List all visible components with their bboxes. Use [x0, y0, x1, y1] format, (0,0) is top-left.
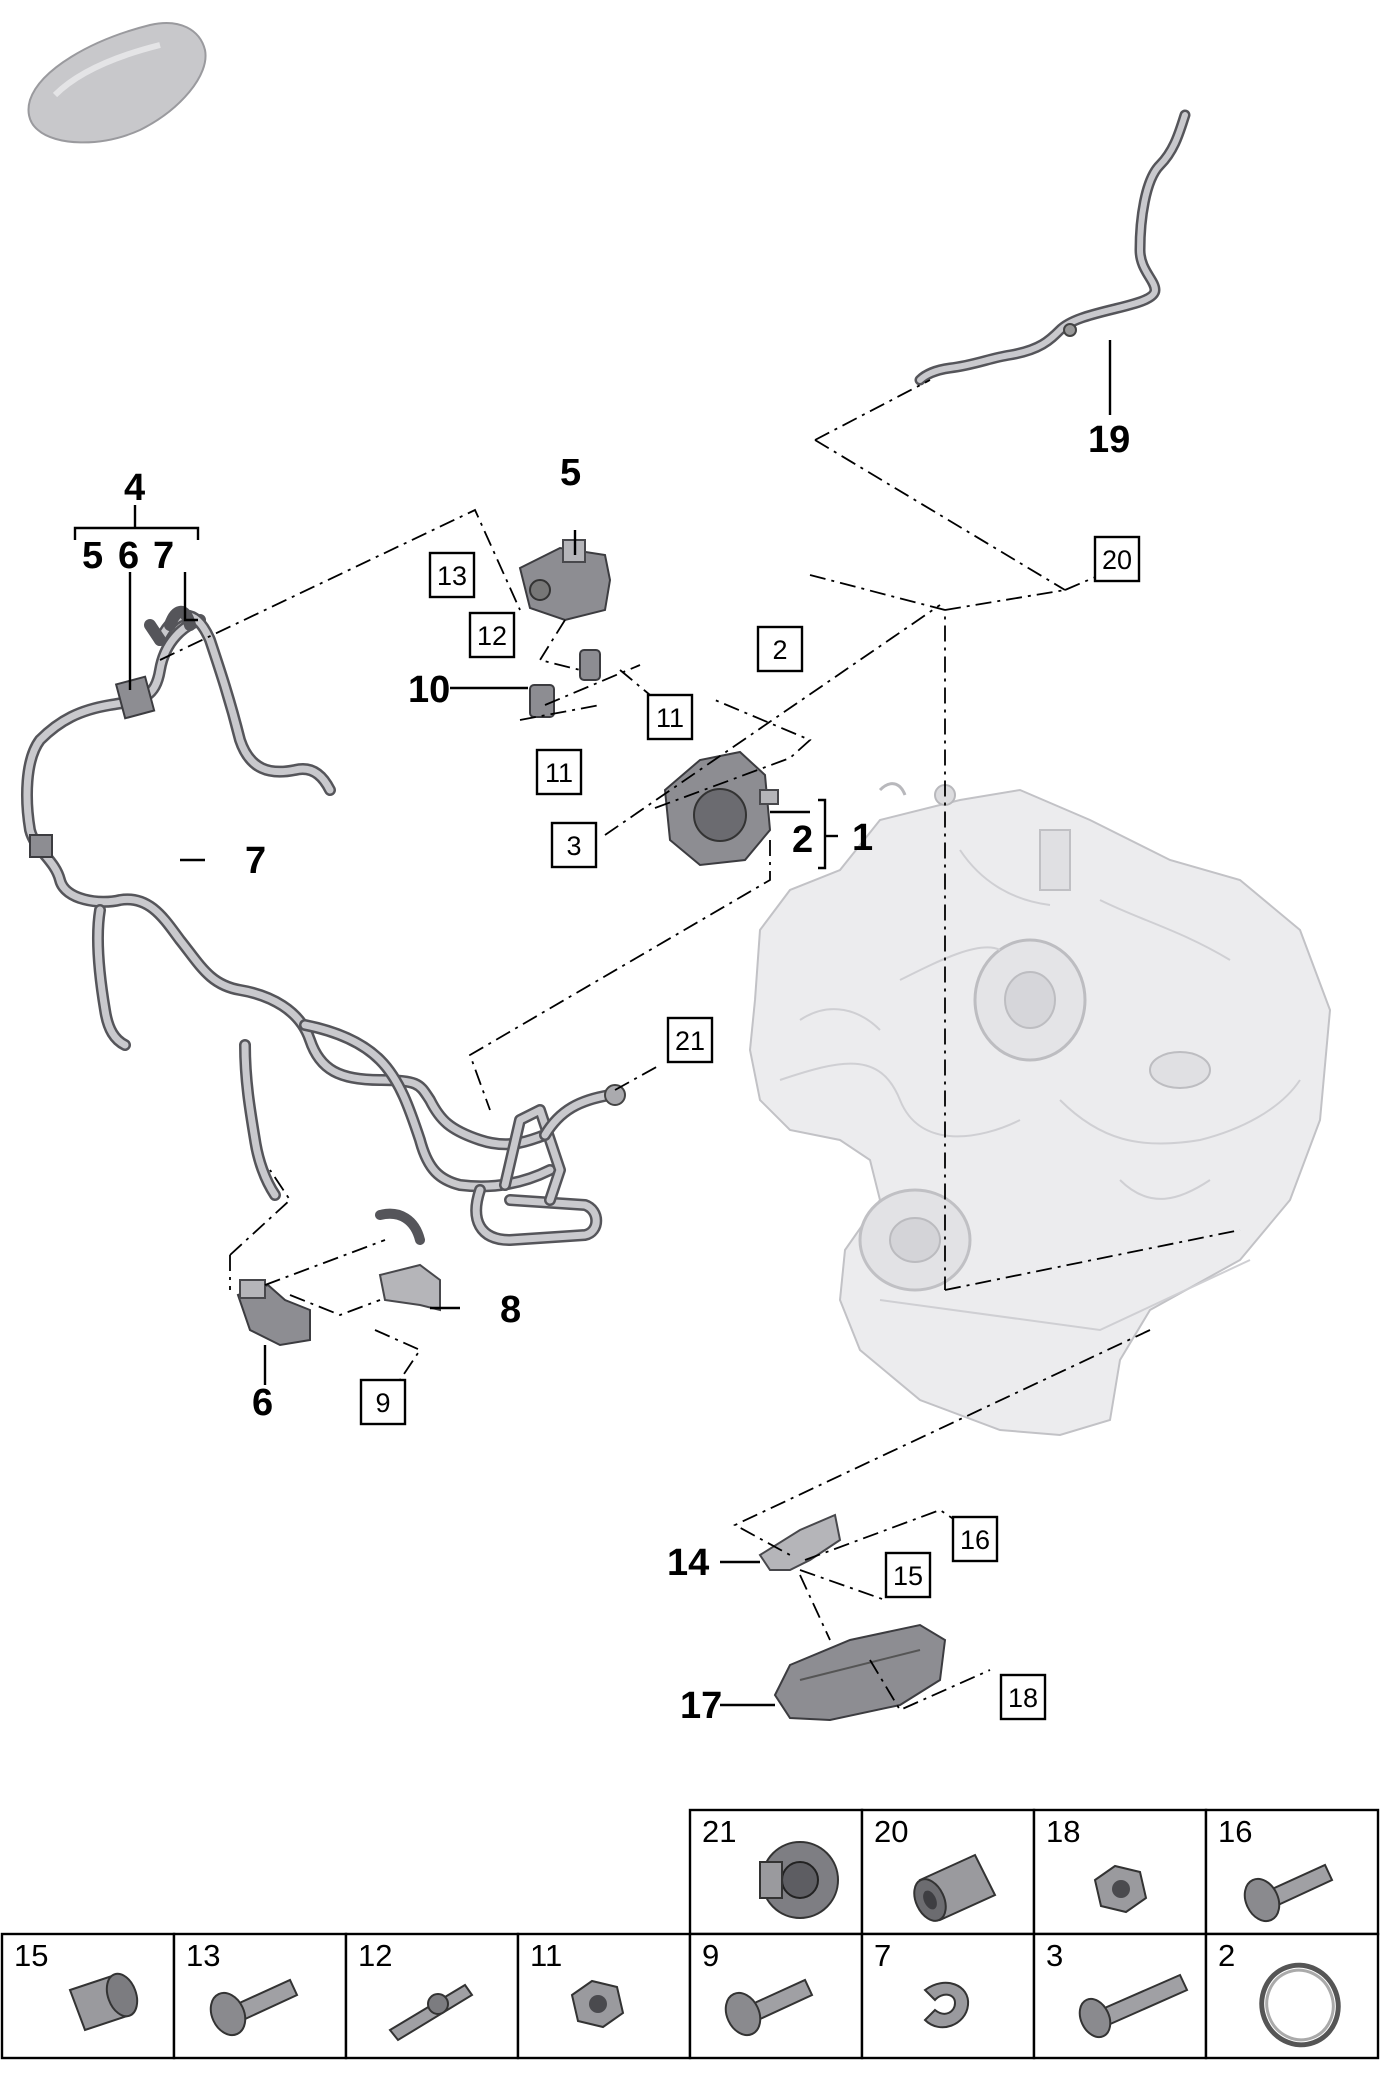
svg-text:3: 3: [566, 831, 581, 861]
svg-text:21: 21: [702, 1814, 736, 1849]
callout-1: 1: [852, 817, 873, 859]
coolant-hose-19[interactable]: [914, 109, 1191, 386]
callout-8: 8: [500, 1289, 521, 1331]
svg-text:20: 20: [1102, 545, 1132, 575]
box-label-11-left[interactable]: 11: [535, 748, 583, 796]
legend-cell-9[interactable]: 9: [688, 1932, 864, 2060]
svg-text:12: 12: [477, 621, 507, 651]
callout-4: 4: [124, 467, 145, 509]
svg-text:3: 3: [1046, 1938, 1063, 1973]
box-label-20[interactable]: 20: [1093, 535, 1141, 583]
svg-text:21: 21: [675, 1026, 705, 1056]
svg-text:11: 11: [530, 1938, 562, 1973]
bracket-14[interactable]: [758, 1513, 842, 1571]
legend-cell-16[interactable]: 16: [1204, 1808, 1380, 1936]
svg-text:9: 9: [702, 1938, 719, 1973]
svg-text:18: 18: [1008, 1683, 1038, 1713]
nut-icon: [1093, 1864, 1148, 1914]
callout-19: 19: [1088, 419, 1130, 461]
bolt-icon: [724, 1978, 814, 2037]
svg-text:20: 20: [874, 1814, 908, 1849]
pump-icon: [759, 1841, 839, 1919]
callout-6-sub: 6: [118, 535, 139, 577]
svg-text:13: 13: [186, 1938, 220, 1973]
bolt-icon: [209, 1978, 299, 2037]
box-label-2[interactable]: 2: [756, 625, 804, 673]
o-ring-icon: [1259, 1962, 1341, 2048]
callout-5-top: 5: [560, 452, 581, 494]
box-label-9[interactable]: 9: [359, 1378, 407, 1426]
svg-text:11: 11: [656, 703, 684, 733]
cover-17[interactable]: [773, 1623, 947, 1722]
callout-7-mid: 7: [245, 840, 266, 882]
engine-illustration: [748, 782, 1332, 1437]
bolt-icon: [1078, 1973, 1189, 2039]
callout-7-sub: 7: [153, 535, 174, 577]
valve-6[interactable]: [236, 1279, 311, 1347]
legend-cell-20[interactable]: 20: [860, 1808, 1036, 1936]
legend-cell-11[interactable]: 11: [516, 1932, 692, 2060]
nut-icon: [570, 1979, 625, 2029]
legend-cell-12[interactable]: 12: [344, 1932, 520, 2060]
svg-text:11: 11: [545, 758, 573, 788]
coolant-pipe[interactable]: [21, 605, 626, 1246]
svg-text:16: 16: [1218, 1814, 1252, 1849]
sleeve-icon: [913, 1853, 997, 1922]
callout-6-bottom: 6: [252, 1382, 273, 1424]
parts-legend: 21 20 18 16: [0, 1808, 1380, 2060]
legend-cell-3[interactable]: 3: [1032, 1932, 1208, 2060]
legend-cell-21[interactable]: 21: [688, 1808, 864, 1936]
water-pump[interactable]: [663, 750, 779, 867]
svg-text:2: 2: [772, 635, 787, 665]
legend-cell-15[interactable]: 15: [0, 1932, 176, 2060]
sleeve-icon: [68, 1972, 139, 2032]
car-thumbnail-icon[interactable]: [27, 22, 207, 144]
svg-text:13: 13: [437, 561, 467, 591]
legend-cell-7[interactable]: 7: [860, 1932, 1036, 2060]
box-label-13[interactable]: 13: [428, 551, 476, 599]
svg-text:15: 15: [14, 1938, 48, 1973]
svg-text:7: 7: [874, 1938, 891, 1973]
box-label-12[interactable]: 12: [468, 611, 516, 659]
svg-text:18: 18: [1046, 1814, 1080, 1849]
callout-14: 14: [667, 1542, 709, 1584]
legend-cell-13[interactable]: 13: [172, 1932, 348, 2060]
svg-text:12: 12: [358, 1938, 392, 1973]
clip-icon: [923, 1981, 970, 2029]
legend-cell-18[interactable]: 18: [1032, 1808, 1208, 1936]
short-hose: [375, 1208, 425, 1245]
callout-5-sub: 5: [82, 535, 103, 577]
box-label-21[interactable]: 21: [666, 1016, 714, 1064]
box-label-15[interactable]: 15: [884, 1551, 932, 1599]
callout-labels: 1 2 4 5 6 7 5 6 7 8 10 14 17 19: [82, 419, 1130, 1727]
svg-text:15: 15: [893, 1561, 923, 1591]
bracket-8[interactable]: [378, 1263, 441, 1312]
stud-bolt-icon: [388, 1983, 474, 2042]
sensor-10[interactable]: [529, 649, 601, 718]
leader-lines: [73, 340, 1112, 1707]
callout-17: 17: [680, 1685, 722, 1727]
box-label-3[interactable]: 3: [550, 821, 598, 869]
box-label-18[interactable]: 18: [999, 1673, 1047, 1721]
box-label-16[interactable]: 16: [951, 1515, 999, 1563]
legend-cell-2[interactable]: 2: [1204, 1932, 1380, 2060]
svg-text:9: 9: [375, 1388, 390, 1418]
bolt-icon: [1243, 1863, 1334, 1923]
svg-text:16: 16: [960, 1525, 990, 1555]
callout-2: 2: [792, 819, 813, 861]
svg-text:2: 2: [1218, 1938, 1235, 1973]
callout-10: 10: [408, 669, 450, 711]
valve-5[interactable]: [518, 539, 612, 622]
boxed-labels: 2 3 9 11 11 12 13 15 16 18 20 21: [359, 535, 1141, 1721]
connector-lines: [159, 379, 1241, 1712]
box-label-11-right[interactable]: 11: [646, 693, 694, 741]
